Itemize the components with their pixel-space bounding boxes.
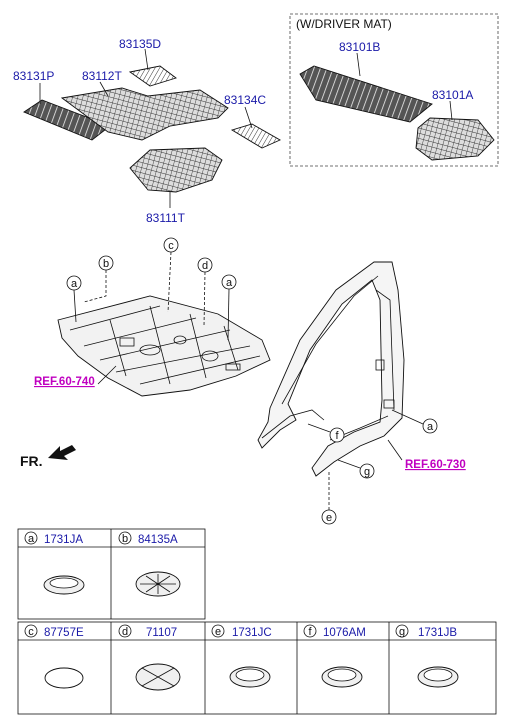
svg-text:1731JA: 1731JA <box>44 534 83 546</box>
parts-legend-table: a 1731JA b 84135A c 87757E d <box>17 528 497 715</box>
legend-cell-e: e 1731JC <box>211 624 272 688</box>
svg-text:a: a <box>427 421 434 433</box>
svg-text:1076AM: 1076AM <box>323 627 366 639</box>
label-83112t: 83112T <box>82 69 122 83</box>
round-plug-icon <box>43 575 85 595</box>
round-plug-icon <box>229 666 271 688</box>
legend-cell-f: f 1076AM <box>303 624 366 688</box>
svg-text:1731JC: 1731JC <box>232 627 272 639</box>
svg-text:1731JB: 1731JB <box>418 627 457 639</box>
driver-mat-box: (W/DRIVER MAT) 83101B 83101A <box>289 13 499 167</box>
front-direction-indicator: FR. <box>20 445 76 469</box>
svg-text:a: a <box>226 277 233 289</box>
label-83101a: 83101A <box>432 88 473 102</box>
mat-83135d <box>128 65 177 87</box>
svg-text:c: c <box>168 240 174 252</box>
svg-text:f: f <box>308 626 312 638</box>
callout-g <box>359 463 375 479</box>
ref-60-730[interactable]: REF.60-730 <box>405 459 466 471</box>
svg-text:87757E: 87757E <box>44 627 84 639</box>
round-plug-icon <box>321 666 363 688</box>
ref-60-740[interactable]: REF.60-740 <box>34 376 95 388</box>
floor-mat-group: 83135D 83131P 83112T 83134C 83111T <box>13 37 281 225</box>
legend-cell-b: b 84135A <box>118 531 181 597</box>
svg-text:71107: 71107 <box>146 627 177 639</box>
front-arrow-icon <box>48 445 76 460</box>
mat-83101b <box>299 65 433 123</box>
legend-cell-g: g 1731JB <box>395 624 459 688</box>
driver-mat-title: (W/DRIVER MAT) <box>296 17 392 31</box>
svg-text:84135A: 84135A <box>138 534 178 546</box>
cross-plug-icon <box>135 571 181 597</box>
legend-cell-d: d 71107 <box>118 624 181 691</box>
label-83111t: 83111T <box>146 211 186 225</box>
legend-cell-a: a 1731JA <box>24 531 85 595</box>
label-83135d: 83135D <box>119 37 161 51</box>
mat-83112t <box>60 87 229 141</box>
svg-text:c: c <box>28 626 34 638</box>
svg-text:g: g <box>399 626 405 638</box>
floor-panel-group: a b c d a REF.60-740 <box>34 237 271 397</box>
svg-text:e: e <box>326 512 332 524</box>
label-83131p: 83131P <box>13 69 54 83</box>
svg-text:a: a <box>28 533 35 545</box>
svg-text:b: b <box>122 533 128 545</box>
callout-f <box>329 427 345 443</box>
round-plug-icon <box>417 666 459 688</box>
mat-83101a <box>415 117 495 161</box>
svg-text:f: f <box>335 430 339 442</box>
mat-83134c <box>230 123 281 149</box>
mat-83111t <box>129 147 223 193</box>
legend-cell-c: c 87757E <box>24 624 84 689</box>
svg-text:e: e <box>215 626 221 638</box>
oval-tape-icon <box>44 667 84 689</box>
svg-text:d: d <box>122 626 128 638</box>
cross-plug-icon <box>135 663 181 691</box>
svg-text:g: g <box>364 466 370 478</box>
svg-text:b: b <box>103 258 109 270</box>
svg-text:a: a <box>71 278 78 290</box>
body-side-group: a f g e REF.60-730 <box>257 261 466 525</box>
fr-label: FR. <box>20 453 43 469</box>
label-83101b: 83101B <box>339 40 380 54</box>
callout-a-body <box>422 418 438 434</box>
label-83134c: 83134C <box>224 93 266 107</box>
svg-text:d: d <box>202 260 208 272</box>
